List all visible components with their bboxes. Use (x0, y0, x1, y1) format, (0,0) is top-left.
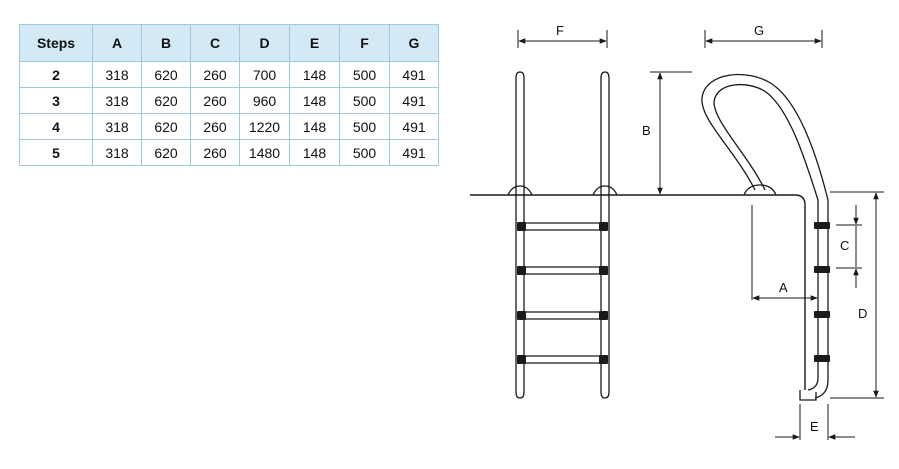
cell-f: 500 (339, 61, 390, 88)
table-row: 5 318 620 260 1480 148 500 491 (19, 139, 439, 166)
label-a: A (779, 280, 788, 295)
cell-a: 318 (92, 87, 142, 114)
cell-d: 1220 (239, 113, 290, 140)
cell-g: 491 (389, 87, 439, 114)
header-e: E (289, 24, 340, 62)
cell-steps: 5 (19, 139, 93, 166)
cell-c: 260 (190, 87, 240, 114)
cell-b: 620 (141, 139, 191, 166)
ladder-diagram: F G B C A D E (470, 23, 884, 440)
label-d: D (858, 306, 867, 321)
table-row: 3 318 620 260 960 148 500 491 (19, 87, 439, 114)
side-ladder (701, 73, 829, 401)
cell-d: 1480 (239, 139, 290, 166)
cell-e: 148 (289, 113, 340, 140)
table-row: 4 318 620 260 1220 148 500 491 (19, 113, 439, 140)
treads (519, 222, 606, 364)
cell-f: 500 (339, 87, 390, 114)
tread-1 (519, 222, 606, 231)
cell-f: 500 (339, 113, 390, 140)
header-d: D (239, 24, 290, 62)
header-steps: Steps (19, 24, 93, 62)
right-rail-base (592, 185, 618, 196)
header-b: B (141, 24, 191, 62)
cell-steps: 3 (19, 87, 93, 114)
cell-c: 260 (190, 113, 240, 140)
label-e: E (810, 419, 819, 434)
header-g: G (389, 24, 439, 62)
cell-steps: 2 (19, 61, 93, 88)
tread-4 (519, 355, 606, 364)
cell-e: 148 (289, 139, 340, 166)
left-rail-base (507, 185, 533, 196)
handrail-inner (713, 83, 819, 391)
cell-d: 960 (239, 87, 290, 114)
table-row: 2 318 620 260 700 148 500 491 (19, 61, 439, 88)
cell-b: 620 (141, 61, 191, 88)
cell-a: 318 (92, 139, 142, 166)
cell-a: 318 (92, 61, 142, 88)
cell-g: 491 (389, 61, 439, 88)
label-g: G (754, 23, 764, 38)
dimensions-table: Steps A B C D E F G 2 318 620 260 700 14… (19, 24, 439, 166)
ground-line (470, 194, 806, 390)
right-rail (600, 71, 610, 399)
side-bolts (814, 222, 830, 362)
label-b: B (642, 123, 651, 138)
header-a: A (92, 24, 142, 62)
tread-brackets (517, 222, 608, 364)
dimension-lines (517, 30, 884, 440)
tread-3 (519, 311, 606, 320)
cell-b: 620 (141, 113, 191, 140)
cell-steps: 4 (19, 113, 93, 140)
label-f: F (556, 23, 564, 38)
header-f: F (339, 24, 390, 62)
cell-g: 491 (389, 113, 439, 140)
header-c: C (190, 24, 240, 62)
cell-c: 260 (190, 139, 240, 166)
cell-b: 620 (141, 87, 191, 114)
handrail-base (743, 184, 777, 196)
table-header-row: Steps A B C D E F G (19, 24, 439, 62)
cell-f: 500 (339, 139, 390, 166)
handrail-foot (799, 390, 817, 401)
cell-c: 260 (190, 61, 240, 88)
front-ladder (507, 71, 618, 399)
cell-d: 700 (239, 61, 290, 88)
cell-e: 148 (289, 87, 340, 114)
handrail-outer (701, 73, 829, 399)
cell-e: 148 (289, 61, 340, 88)
left-rail (515, 71, 525, 399)
cell-a: 318 (92, 113, 142, 140)
cell-g: 491 (389, 139, 439, 166)
tread-2 (519, 266, 606, 275)
label-c: C (840, 238, 849, 253)
